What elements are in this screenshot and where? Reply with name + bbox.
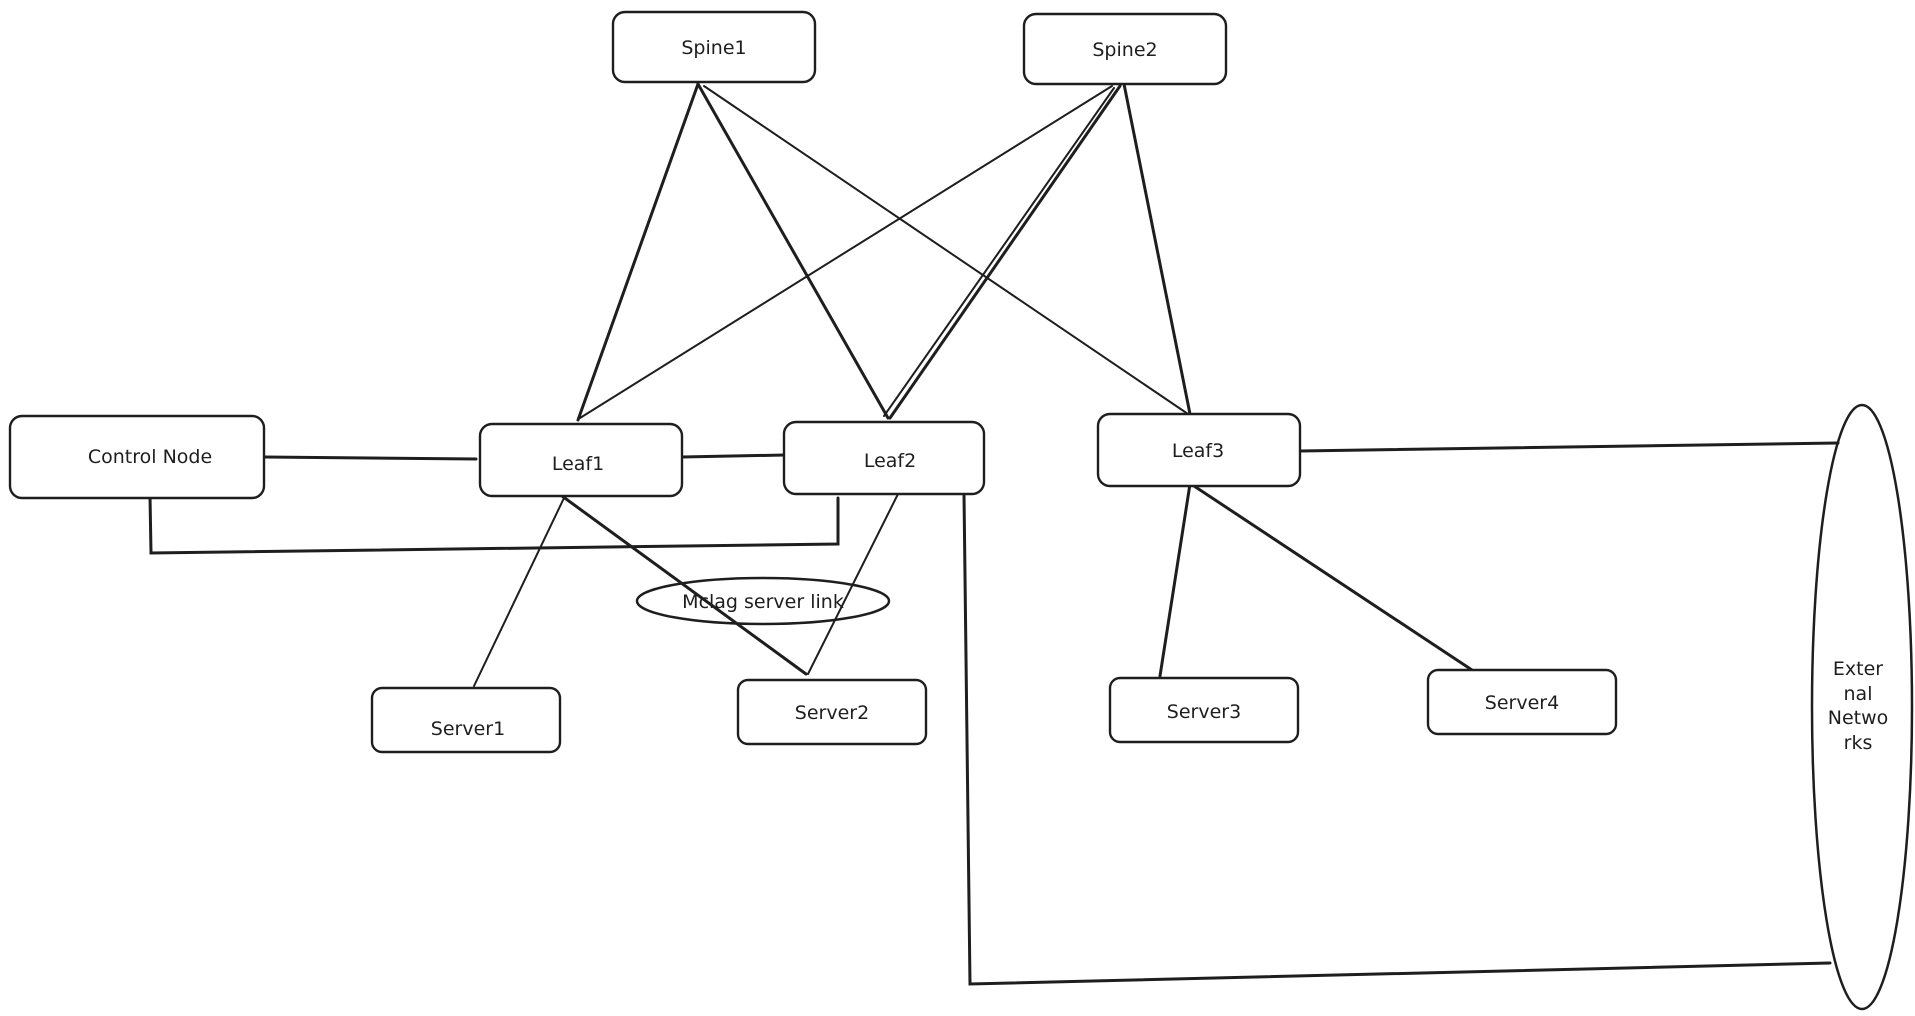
node-label-server2: Server2 (795, 702, 869, 724)
node-leaf2: Leaf2 (782, 420, 986, 496)
edge-leaf2-server2 (807, 489, 901, 675)
edge-control-leaf2-mgmt (148, 494, 840, 555)
edge-leaf3-server4 (1186, 480, 1474, 672)
node-spine2: Spine2 (1022, 12, 1228, 86)
external-networks-shape (1810, 403, 1914, 1011)
external-networks-line-1: Exter (1833, 658, 1883, 680)
mclag-label: Mclag server link (682, 591, 844, 613)
node-label-spine1: Spine1 (681, 37, 746, 59)
node-label-server1: Server1 (431, 718, 505, 740)
node-leaf1: Leaf1 (478, 422, 684, 498)
node-server3: Server3 (1108, 676, 1300, 744)
edge-control-leaf1 (262, 455, 478, 461)
node-leaf3: Leaf3 (1096, 412, 1302, 488)
node-label-control: Control Node (88, 446, 212, 468)
edge-leaf1-leaf2 (680, 453, 787, 459)
external-networks: Exter nal Netwo rks (1810, 403, 1914, 1011)
node-server4: Server4 (1426, 668, 1618, 736)
node-label-leaf2: Leaf2 (864, 450, 916, 472)
edge-spine1-leaf3 (703, 85, 1189, 415)
edge-spine1-leaf1 (576, 82, 700, 422)
node-spine1: Spine1 (611, 10, 817, 84)
edge-leaf3-external (1298, 441, 1840, 453)
edge-spine1-leaf2 (696, 82, 890, 420)
node-label-leaf3: Leaf3 (1172, 440, 1224, 462)
edge-spine2-leaf1 (579, 85, 1113, 419)
node-label-server4: Server4 (1485, 692, 1559, 714)
edge-leaf1-server2 (560, 494, 808, 676)
edges (148, 82, 1840, 986)
edge-leaf2-external (962, 492, 1832, 986)
edge-leaf3-server3 (1158, 482, 1192, 678)
external-networks-line-3: Netwo (1828, 707, 1889, 729)
node-label-spine2: Spine2 (1092, 39, 1157, 61)
edge-spine2-leaf3 (1122, 82, 1192, 416)
node-label-leaf1: Leaf1 (552, 453, 604, 475)
mclag-server-link: Mclag server link (635, 576, 891, 626)
edge-leaf1-server1 (473, 497, 565, 687)
node-server1: Server1 (370, 686, 562, 754)
node-control: Control Node (8, 414, 266, 500)
node-server2: Server2 (736, 678, 928, 746)
external-networks-line-4: rks (1844, 732, 1873, 754)
external-networks-line-2: nal (1844, 683, 1873, 705)
node-label-server3: Server3 (1167, 701, 1241, 723)
mclag-ellipse-shape (635, 576, 891, 626)
edge-spine2-leaf2 (888, 84, 1122, 420)
edge-spine2-leaf2-b (883, 87, 1115, 417)
